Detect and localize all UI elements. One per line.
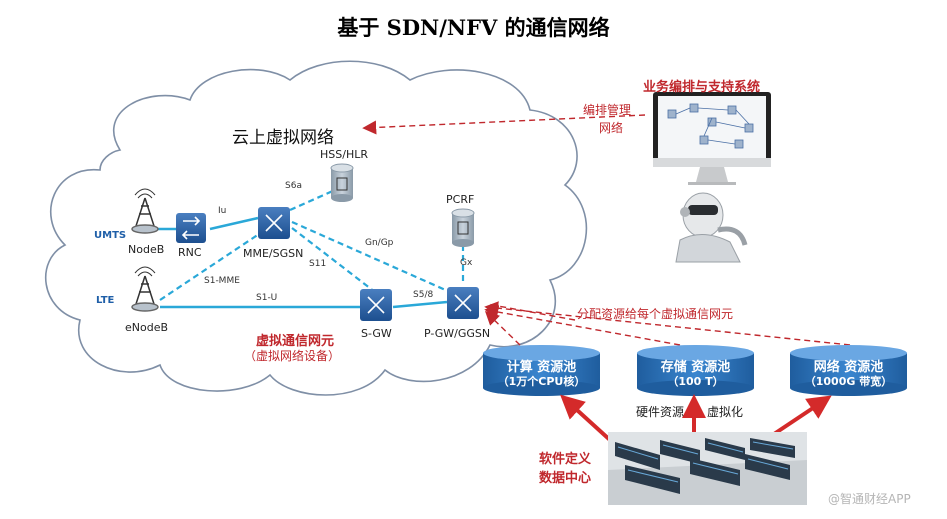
datacenter-line1: 软件定义 — [539, 452, 592, 467]
rnc-switch-icon — [176, 213, 206, 243]
link-s6a-label: S6a — [285, 181, 302, 191]
mme-sgsn-label: MME/SGSN — [243, 247, 304, 260]
datacenter-image — [608, 432, 807, 505]
allocation-label: 分配资源给每个虚拟通信网元 — [577, 307, 734, 321]
sgw-router-icon — [360, 289, 392, 321]
virtualization-label-left: 硬件资源 — [636, 405, 685, 419]
virtualization-label-right: 虚拟化 — [707, 405, 744, 419]
storage-pool-name: 存储 资源池 — [660, 360, 731, 375]
compute-pool-cylinder — [483, 345, 600, 396]
link-iu-label: Iu — [218, 206, 227, 216]
enodeb-label: eNodeB — [125, 321, 169, 334]
pcrf-label: PCRF — [446, 193, 475, 206]
watermark: @智通财经APP — [828, 492, 911, 506]
link-s1-u-label: S1-U — [256, 293, 278, 303]
pgw-ggsn-label: P-GW/GGSN — [424, 327, 491, 340]
sgw-label: S-GW — [361, 327, 392, 340]
vnf-title: 虚拟通信网元 — [256, 334, 335, 349]
nodeb-label: NodeB — [128, 243, 165, 256]
oss-mgmt-line1: 编排管理 — [583, 103, 632, 117]
storage-pool-cylinder — [637, 345, 754, 396]
pcrf-database-icon — [451, 208, 475, 247]
link-s11-label: S11 — [309, 259, 327, 269]
link-s5-8-label: S5/8 — [413, 290, 434, 300]
link-gn-gp-label: Gn/Gp — [365, 238, 394, 248]
page-title: 基于 SDN/NFV 的通信网络 — [337, 15, 610, 40]
mme-sgsn-router-icon — [258, 207, 290, 239]
cloud-label: 云上虚拟网络 — [232, 128, 334, 148]
network-pool-cylinder — [790, 345, 907, 396]
link-s1-mme-label: S1-MME — [204, 276, 240, 286]
pgw-router-icon — [447, 287, 479, 319]
oss-title: 业务编排与支持系统 — [643, 80, 761, 95]
hss-database-icon — [330, 163, 354, 202]
vnf-subtitle: （虚拟网络设备） — [244, 349, 341, 363]
umts-label: UMTS — [94, 230, 127, 241]
lte-label: LTE — [96, 295, 115, 306]
compute-pool: 计算 资源池 （1万个CPU核） — [483, 356, 600, 392]
compute-pool-detail: （1万个CPU核） — [497, 375, 586, 388]
robot-icon — [675, 192, 748, 263]
network-pool: 网络 资源池 （1000G 带宽） — [790, 356, 907, 392]
network-pool-name: 网络 资源池 — [813, 360, 884, 375]
hss-hlr-label: HSS/HLR — [320, 148, 368, 161]
storage-pool-detail: （100 T） — [667, 375, 724, 388]
compute-pool-name: 计算 资源池 — [506, 360, 577, 375]
rnc-label: RNC — [178, 246, 202, 259]
monitor-icon — [653, 92, 771, 185]
network-pool-detail: （1000G 带宽） — [804, 375, 893, 388]
storage-pool: 存储 资源池 （100 T） — [637, 356, 754, 392]
nodeb-tower-icon — [131, 188, 159, 234]
link-gx-label: Gx — [460, 258, 473, 268]
enodeb-tower-icon — [131, 266, 159, 312]
datacenter-line2: 数据中心 — [539, 471, 592, 486]
oss-mgmt-line2: 网络 — [599, 121, 624, 135]
